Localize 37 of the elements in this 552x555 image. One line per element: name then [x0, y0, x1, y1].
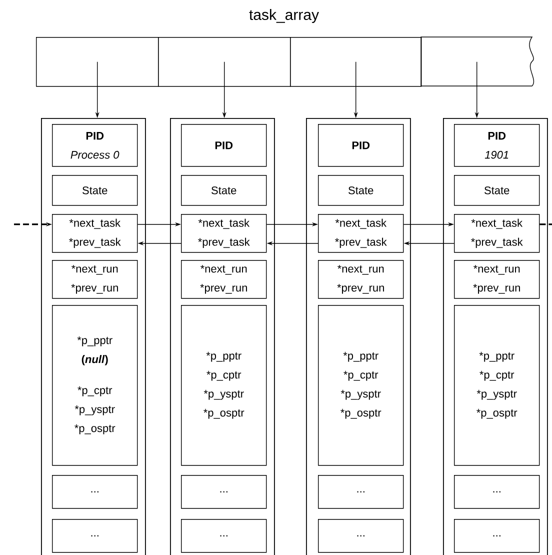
pointer-box: *p_pptr *p_cptr *p_ysptr *p_osptr [318, 305, 404, 466]
state-box: State [454, 175, 540, 206]
pointer-box: *next_run *prev_run [181, 260, 267, 299]
pid-box: PID 1901 [454, 124, 540, 167]
field-box: ... [52, 475, 138, 509]
array-cell [158, 37, 291, 87]
pointer-box: *next_run *prev_run [318, 260, 404, 299]
task-struct-column [170, 118, 275, 555]
field-box: ... [181, 519, 267, 553]
state-box: State [52, 175, 138, 206]
state-box: State [181, 175, 267, 206]
pointer-box: *next_task *prev_task [52, 214, 138, 253]
task-struct-column [41, 118, 146, 555]
pointer-box: *p_pptr *p_cptr *p_ysptr *p_osptr [181, 305, 267, 466]
pointer-box: *next_task *prev_task [318, 214, 404, 253]
array-cell [420, 36, 534, 86]
array-cell [36, 37, 159, 87]
pointer-box: *p_pptr *p_cptr *p_ysptr *p_osptr [454, 305, 540, 466]
task-struct-column [306, 118, 411, 555]
state-box: State [318, 175, 404, 206]
pointer-box: *next_run *prev_run [454, 260, 540, 299]
pointer-box: *p_pptr (null) *p_cptr *p_ysptr *p_osptr [52, 305, 138, 466]
task-struct-column [443, 118, 548, 555]
array-cell [290, 37, 422, 87]
pid-box: PID [181, 124, 267, 167]
pointer-box: *next_task *prev_task [181, 214, 267, 253]
pointer-box: *next_task *prev_task [454, 214, 540, 253]
pid-box: PID Process 0 [52, 124, 138, 167]
field-box: ... [181, 475, 267, 509]
field-box: ... [52, 519, 138, 553]
pid-box: PID [318, 124, 404, 167]
field-box: ... [318, 475, 404, 509]
field-box: ... [454, 519, 540, 553]
field-box: ... [454, 475, 540, 509]
field-box: ... [318, 519, 404, 553]
title: task_array [249, 9, 319, 23]
pointer-box: *next_run *prev_run [52, 260, 138, 299]
